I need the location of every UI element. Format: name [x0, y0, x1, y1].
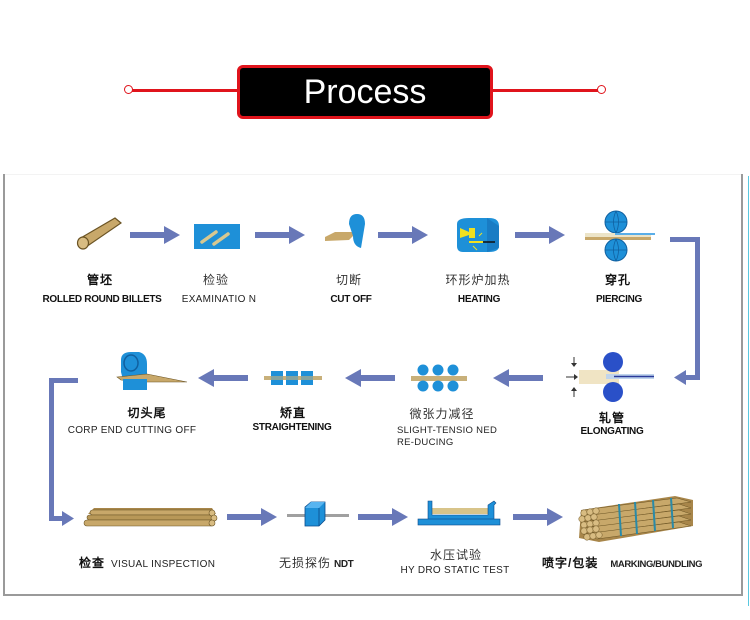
flow-arrow [227, 508, 277, 526]
title-line-right [491, 89, 599, 92]
step-label-en-line2: RE-DUCING [397, 437, 454, 448]
step-label-cn: 水压试验 [429, 548, 483, 562]
step-label-cn: 穿孔 [604, 273, 632, 287]
hydrostatic-tester-icon [417, 500, 501, 526]
step-label-cn: 矫直 [279, 406, 307, 420]
flow-arrow [255, 226, 305, 244]
reducing-rolls-icon [411, 364, 467, 392]
flow-arrow [515, 226, 565, 244]
step-label-en: ROLLED ROUND BILLETS [42, 294, 162, 305]
step-label-en: CORP END CUTTING OFF [67, 425, 197, 436]
title-line-left [131, 89, 239, 92]
page-title: Process [237, 65, 493, 119]
step-label-en: HY DRO STATIC TEST [400, 565, 510, 576]
ndt-probe-icon [287, 501, 349, 527]
step-label-en: MARKING/BUNDLING [610, 559, 703, 570]
step-label-cn: 检验 [202, 273, 230, 287]
title-dot-left [124, 85, 133, 94]
flow-arrow [358, 508, 408, 526]
step-label-visual-inspection: 检查 VISUAL INSPECTION [79, 554, 215, 571]
flow-arrow [513, 508, 563, 526]
flow-arrow [493, 369, 543, 387]
step-label-cn: 无损探伤 [279, 556, 332, 570]
step-label-en: VISUAL INSPECTION [111, 559, 216, 570]
straightener-icon [264, 371, 322, 385]
flow-arrow [130, 226, 180, 244]
flow-arrow [345, 369, 395, 387]
cutter-icon [325, 214, 365, 248]
flow-arrow [198, 369, 248, 387]
frame-accent-edge [748, 176, 749, 606]
crop-cutter-icon [116, 352, 188, 390]
pipe-stack-icon [83, 508, 218, 527]
piercing-rolls-icon [585, 210, 655, 262]
examination-icon [194, 224, 240, 249]
step-label-cn: 环形炉加热 [445, 273, 511, 287]
bundle-icon [578, 496, 693, 542]
step-label-cn: 检查 [79, 556, 106, 570]
flow-arrow [378, 226, 428, 244]
flow-arrow-turn-down [670, 237, 700, 385]
step-label-cn: 微张力减径 [409, 407, 475, 421]
step-label-cn: 切断 [335, 273, 363, 287]
step-label-en: SLIGHT-TENSIO NED RE-DUCING [397, 425, 497, 449]
step-label-en: STRAIGHTENING [252, 422, 332, 433]
step-label-en: HEATING [457, 294, 501, 305]
step-label-en: PIERCING [596, 294, 642, 305]
elongating-mill-icon [566, 352, 654, 402]
frame-top-edge [3, 174, 743, 175]
step-label-cn: 轧管 [598, 411, 626, 425]
step-label-en: EXAMINATIO N [181, 294, 257, 305]
step-label-cn: 管坯 [86, 273, 114, 287]
diagram-frame [3, 174, 743, 596]
furnace-icon [457, 218, 499, 252]
step-label-marking: 喷字/包装 MARKING/BUNDLING [542, 554, 703, 571]
step-label-en: ELONGATING [580, 426, 644, 437]
step-label-en: NDT [334, 559, 354, 570]
title-dot-right [597, 85, 606, 94]
flow-arrow-turn-down [49, 378, 78, 526]
step-label-cn: 喷字/包装 [542, 556, 599, 570]
step-label-en-line1: SLIGHT-TENSIO NED [397, 425, 498, 436]
step-label-cn: 切头尾 [127, 406, 167, 420]
round-billet-icon [76, 217, 122, 250]
step-label-en: CUT OFF [330, 294, 372, 305]
